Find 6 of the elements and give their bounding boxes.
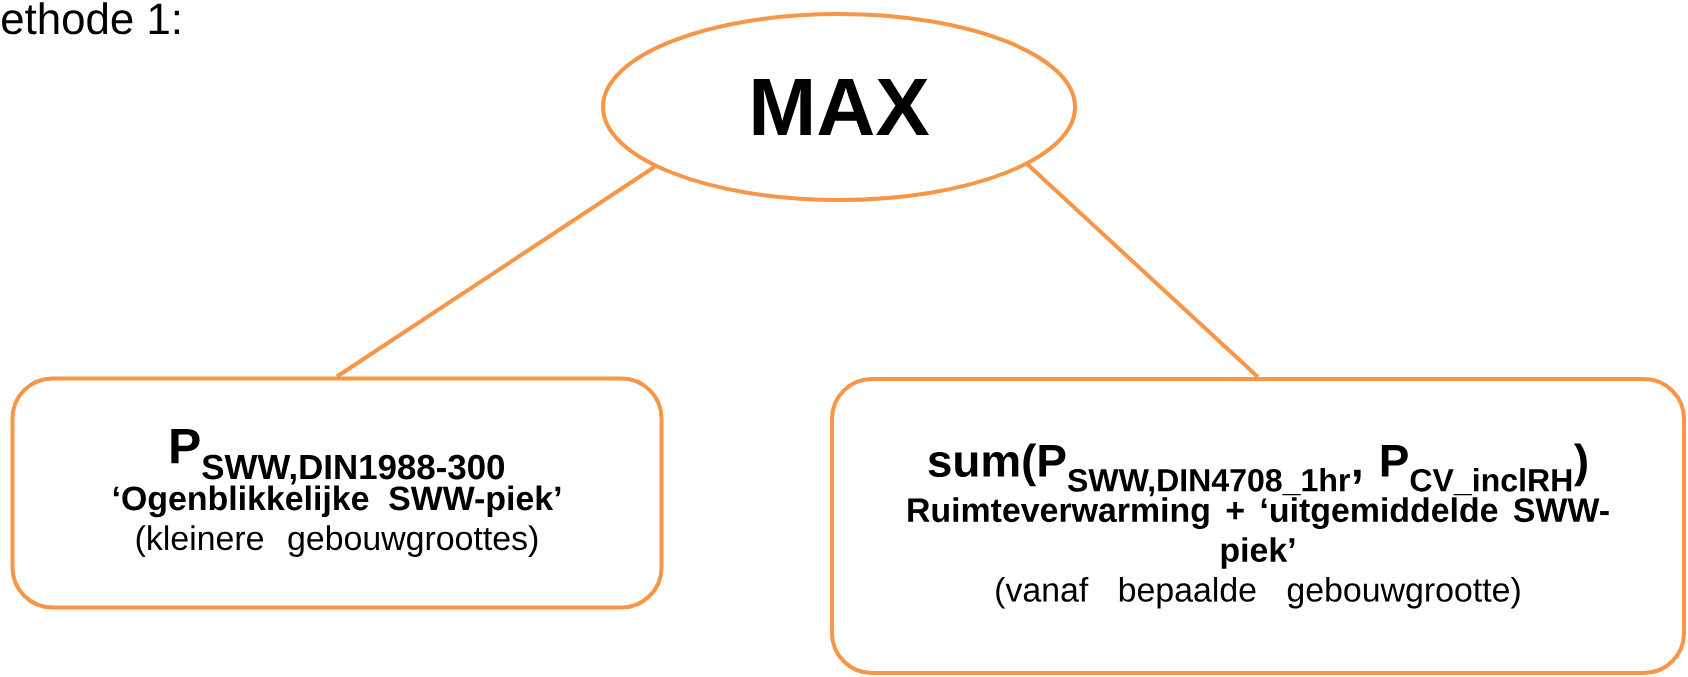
rounded-box: $\textbf{sum(P}_{\textbf{SWW,DIN4708\_1hr}}\textbf{, P}_{\textbf{CV\_inclRH}}\textbf{)}$ Ruimteverwarming + ‘uitgemiddelde SWW-piek’ (vanaf bepaalde gebouwgrootte)	[830, 377, 1686, 675]
connector-line	[1026, 163, 1260, 379]
heading-text: ethode 1:	[2, 2, 179, 35]
rounded-box: $\textbf{P}_{\textbf{SWW,DIN1988-300}}$ ‘Ogenblikkelijke SWW-piek’ (kleinere gebouwgroottes)	[10, 376, 664, 610]
ellipse-node: MAX	[601, 12, 1077, 202]
connector-line	[335, 165, 656, 379]
